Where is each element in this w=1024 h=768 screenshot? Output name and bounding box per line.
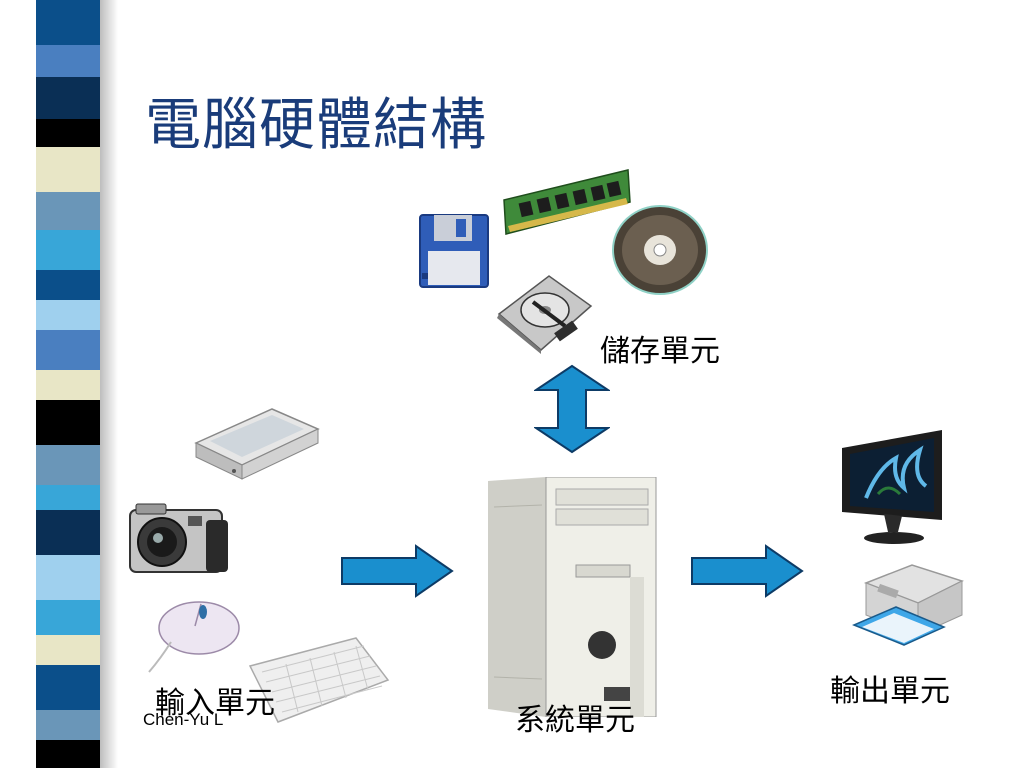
digital-camera-icon [126, 500, 230, 576]
stripe [36, 445, 100, 485]
stripe [36, 600, 100, 635]
stripe [36, 485, 100, 510]
stripe [36, 400, 100, 445]
decorative-stripe-column [36, 0, 100, 768]
stripe [36, 635, 100, 665]
keyboard-icon [246, 634, 392, 726]
memory-module-icon [500, 164, 634, 240]
stripe [36, 147, 100, 192]
stripe [36, 270, 100, 300]
author-credit: Chen-Yu L [143, 710, 224, 729]
stripe [36, 740, 100, 768]
storage-unit-label: 儲存單元 [600, 334, 720, 369]
stripe [36, 665, 100, 710]
pc-tower-icon [486, 477, 664, 717]
stripe [36, 370, 100, 400]
printer-icon [848, 563, 968, 665]
system-unit-label: 系統單元 [515, 703, 635, 738]
mouse-icon [145, 598, 241, 676]
stripe [36, 330, 100, 370]
stripe [36, 230, 100, 270]
stripe [36, 555, 100, 600]
scanner-icon [192, 403, 322, 481]
slide-title: 電腦硬體結構 [145, 93, 487, 158]
stripe-shadow [100, 0, 118, 768]
output-unit-label: 輸出單元 [830, 674, 950, 709]
lcd-monitor-icon [838, 428, 946, 546]
stripe [36, 45, 100, 77]
stripe [36, 710, 100, 740]
right-arrow-icon [690, 544, 804, 598]
compact-disc-icon [610, 203, 710, 297]
stripe [36, 119, 100, 147]
stripe [36, 510, 100, 555]
stripe [36, 77, 100, 119]
floppy-disk-icon [418, 213, 490, 289]
double-arrow-icon [534, 364, 610, 454]
input-unit-label: 輸入單元 [155, 686, 275, 721]
hard-disk-icon [493, 272, 595, 354]
stripe [36, 300, 100, 330]
stripe [36, 0, 100, 45]
stripe [36, 192, 100, 230]
right-arrow-icon [340, 544, 454, 598]
